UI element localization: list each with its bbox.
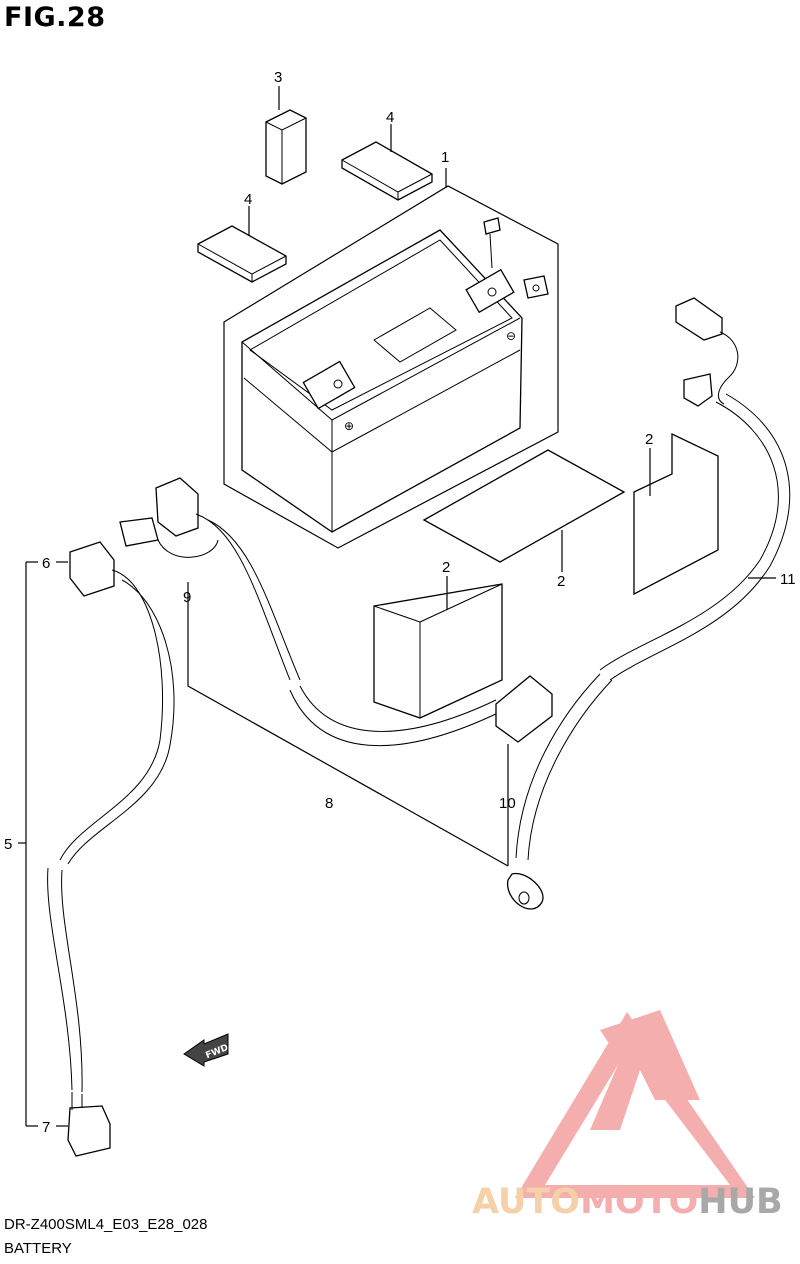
svg-text:⊕: ⊕ (344, 419, 354, 433)
figure-title: FIG.28 (4, 2, 106, 33)
part-4-pad-lower (197, 206, 287, 283)
part-4-pad-upper (341, 124, 433, 201)
svg-text:⊖: ⊖ (506, 329, 516, 343)
model-code: DR-Z400SML4_E03_E28_028 (4, 1216, 208, 1233)
part-2-pad-right (633, 432, 719, 596)
part-2-pad-flat (422, 449, 626, 572)
callout-5: 5 (4, 836, 12, 853)
callout-10: 10 (499, 795, 516, 812)
cable-5 (47, 541, 175, 1157)
callout-8: 8 (325, 795, 333, 812)
callout-2-lower: 2 (442, 559, 450, 576)
fwd-arrow-icon: FWD (183, 1033, 230, 1067)
terminal-bolt (483, 217, 549, 299)
watermark-logo: AUTOMOTOHUB (472, 1010, 783, 1222)
battery: ⊕ ⊖ (241, 229, 523, 533)
callout-1: 1 (441, 149, 449, 166)
part-3-spacer (265, 86, 307, 185)
callout-4-upper: 4 (386, 109, 394, 126)
callout-11: 11 (780, 571, 796, 588)
cable-11 (507, 297, 791, 910)
callout-2-flat: 2 (557, 573, 565, 590)
figure-name: BATTERY (4, 1240, 72, 1257)
callout-7: 7 (42, 1119, 50, 1136)
part-2-pad-lower (373, 576, 503, 719)
cable-8 (119, 477, 553, 747)
part-1-group-outline (223, 185, 559, 549)
callout-4-lower: 4 (244, 191, 252, 208)
callout-2-right: 2 (645, 431, 653, 448)
callout-3: 3 (274, 69, 282, 86)
watermark-brand-text: AUTOMOTOHUB (472, 1182, 783, 1222)
watermark-inner-mark (590, 1010, 700, 1130)
callout-9: 9 (183, 589, 191, 606)
part-8-bracket (187, 582, 509, 867)
callout-6: 6 (42, 555, 50, 572)
callout-labels: 1 2 2 2 3 4 4 5 6 7 8 9 10 11 (4, 69, 796, 1136)
